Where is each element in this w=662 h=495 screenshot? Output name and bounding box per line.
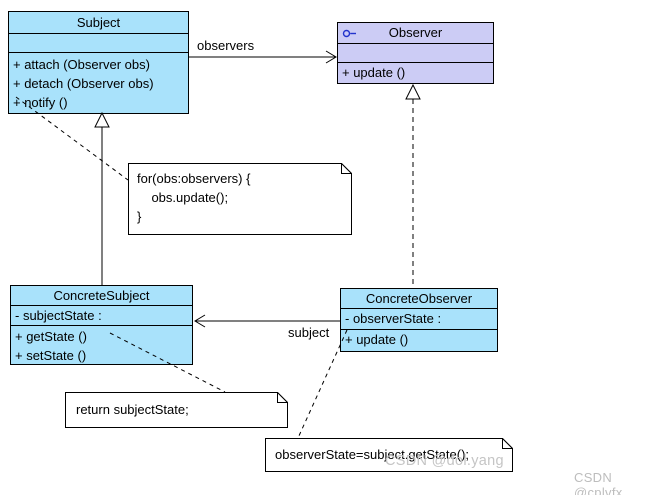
method-concrete-update: + update () <box>345 332 409 347</box>
class-observer: Observer + update () <box>337 22 494 84</box>
class-observer-methods: + update () <box>338 63 493 83</box>
association-subject-arrowhead <box>194 314 206 328</box>
method-detach: + detach (Observer obs) <box>13 76 154 91</box>
attribute-observer-state: - observerState : <box>345 311 442 326</box>
class-concrete-observer-title: ConcreteObserver <box>341 289 497 309</box>
class-observer-title: Observer <box>388 25 443 40</box>
association-label-subject: subject <box>288 325 330 340</box>
class-concrete-observer-attributes: - observerState : <box>341 309 497 330</box>
note-shape <box>265 438 513 472</box>
attribute-subject-state: - subjectState : <box>15 308 102 323</box>
class-observer-title-row: Observer <box>338 23 493 44</box>
association-observers-arrowhead <box>325 50 337 64</box>
note-observer-get-state: observerState=subject.getState(); <box>265 438 513 472</box>
note-notify-loop: for(obs:observers) { obs.update(); } <box>128 163 352 235</box>
interface-lollipop-icon <box>342 29 356 38</box>
note-shape <box>128 163 352 235</box>
csdn-watermark: CSDN @cplvfx <box>574 470 623 495</box>
method-set-state: + setState () <box>15 348 87 363</box>
csdn-watermark: CSDN @dol.yang <box>385 453 504 469</box>
class-concrete-subject-attributes: - subjectState : <box>11 306 192 326</box>
class-concrete-subject-title: ConcreteSubject <box>11 286 192 306</box>
class-concrete-observer-methods: + update () <box>341 330 497 350</box>
note-line: return subjectState; <box>76 402 189 417</box>
note-line: } <box>137 209 142 224</box>
class-subject: Subject + attach (Observer obs) + detach… <box>8 11 189 114</box>
class-subject-methods: + attach (Observer obs) + detach (Observ… <box>9 53 188 112</box>
note-return-subject-state: return subjectState; <box>65 392 288 428</box>
class-concrete-subject-methods: + getState () + setState () <box>11 326 192 365</box>
method-notify: + notify () <box>13 95 68 110</box>
note-line: for(obs:observers) { <box>137 171 251 186</box>
note-line: obs.update(); <box>137 190 229 205</box>
class-subject-attributes <box>9 34 188 53</box>
class-concrete-subject: ConcreteSubject - subjectState : + getSt… <box>10 285 193 365</box>
note-line: observerState=subject.getState(); <box>275 447 470 462</box>
method-get-state: + getState () <box>15 329 87 344</box>
class-concrete-observer: ConcreteObserver - observerState : + upd… <box>340 288 498 352</box>
note-shape <box>65 392 288 428</box>
method-update: + update () <box>342 65 406 80</box>
class-subject-title: Subject <box>9 12 188 34</box>
method-attach: + attach (Observer obs) <box>13 57 150 72</box>
association-label-observers: observers <box>197 38 255 53</box>
class-observer-attributes <box>338 44 493 63</box>
generalization-triangle <box>94 111 110 128</box>
realization-triangle <box>405 83 421 100</box>
